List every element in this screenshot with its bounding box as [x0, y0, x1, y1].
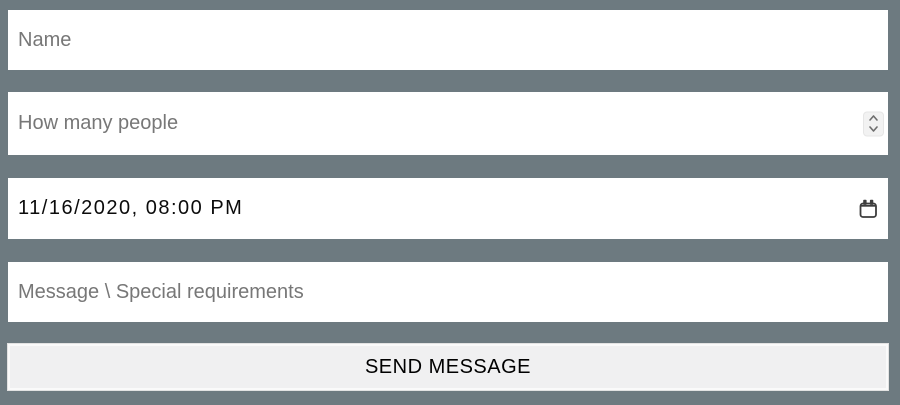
people-count-input[interactable]	[8, 92, 888, 155]
chevron-down-icon[interactable]	[867, 125, 880, 134]
datetime-field-wrap	[8, 178, 888, 239]
number-stepper[interactable]	[863, 111, 884, 136]
people-field-wrap	[8, 92, 888, 155]
message-input[interactable]	[8, 262, 888, 322]
datetime-input[interactable]	[8, 178, 888, 239]
calendar-icon[interactable]	[859, 198, 878, 219]
name-input[interactable]	[8, 10, 888, 70]
message-field-wrap	[8, 262, 888, 322]
send-message-button[interactable]: SEND MESSAGE	[7, 343, 889, 391]
chevron-up-icon[interactable]	[867, 114, 880, 123]
name-field-wrap	[8, 10, 888, 70]
